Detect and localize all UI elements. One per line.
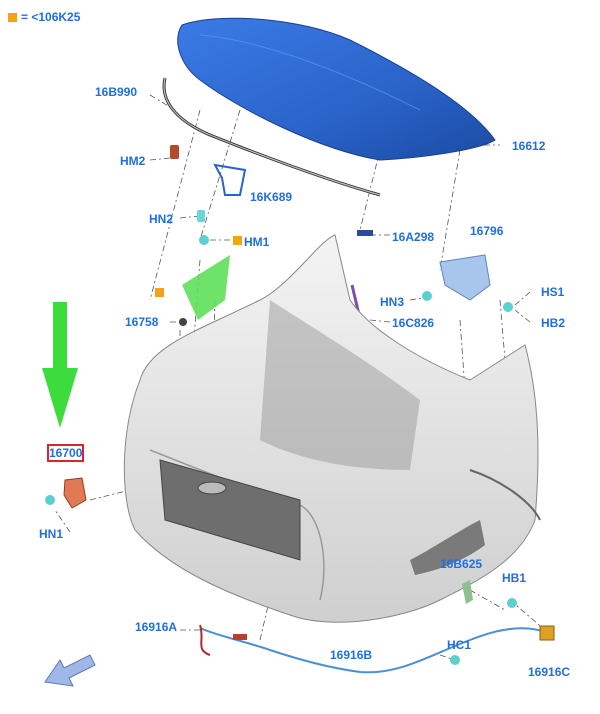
hm2-clip[interactable]	[170, 145, 179, 159]
label-16758[interactable]: 16758	[125, 315, 159, 329]
hn3-clip[interactable]	[422, 291, 432, 301]
label-16916c[interactable]: 16916C	[528, 665, 571, 679]
label-16796[interactable]: 16796	[470, 224, 504, 238]
label-hb1[interactable]: HB1	[502, 571, 527, 585]
hood-panel[interactable]	[177, 17, 496, 161]
label-16c826[interactable]: 16C826	[392, 316, 435, 330]
hn2-clip[interactable]	[197, 210, 205, 222]
striker-bracket[interactable]	[439, 254, 491, 301]
16b625-part[interactable]	[462, 580, 473, 604]
hc1-clip[interactable]	[450, 655, 460, 665]
16758-clip[interactable]	[179, 318, 187, 326]
label-hb2[interactable]: HB2	[541, 316, 566, 330]
hm1-marker	[233, 236, 242, 245]
view-direction-arrow-icon	[44, 654, 96, 687]
label-hn1[interactable]: HN1	[39, 527, 64, 541]
hs1-clip[interactable]	[503, 302, 513, 312]
latch-16916c[interactable]	[539, 625, 555, 641]
prop-rod-bracket[interactable]	[213, 163, 247, 196]
label-hn2[interactable]: HN2	[149, 212, 174, 226]
badge	[197, 481, 227, 495]
grille	[159, 459, 301, 561]
label-hm1[interactable]: HM1	[244, 235, 270, 249]
16700-latch[interactable]	[63, 477, 87, 509]
hn1-clip[interactable]	[45, 495, 55, 505]
label-16916a[interactable]: 16916A	[135, 620, 178, 634]
label-hc1[interactable]: HC1	[447, 638, 472, 652]
cable-handle[interactable]	[233, 634, 247, 640]
label-hs1[interactable]: HS1	[541, 285, 565, 299]
air-deflector-marker	[155, 288, 164, 297]
16a298-clip[interactable]	[357, 230, 373, 236]
legend-text: = <106K25	[21, 10, 81, 24]
label-16612[interactable]: 16612	[512, 139, 546, 153]
legend-marker	[8, 12, 17, 22]
down-arrow-icon	[42, 302, 78, 428]
legend: = <106K25	[8, 10, 80, 24]
label-hm2[interactable]: HM2	[120, 154, 146, 168]
label-16a298[interactable]: 16A298	[392, 230, 435, 244]
label-16b990[interactable]: 16B990	[95, 85, 138, 99]
label-16b625[interactable]: 16B625	[440, 557, 483, 571]
release-cable[interactable]	[199, 627, 546, 674]
hm1-clip[interactable]	[199, 235, 209, 245]
hb1-clip[interactable]	[507, 598, 517, 608]
highlight-air-deflector[interactable]	[182, 255, 230, 320]
label-hn3[interactable]: HN3	[380, 295, 405, 309]
label-16916b[interactable]: 16916B	[330, 648, 373, 662]
label-16700[interactable]: 16700	[46, 444, 85, 462]
label-16k689[interactable]: 16K689	[250, 190, 293, 204]
